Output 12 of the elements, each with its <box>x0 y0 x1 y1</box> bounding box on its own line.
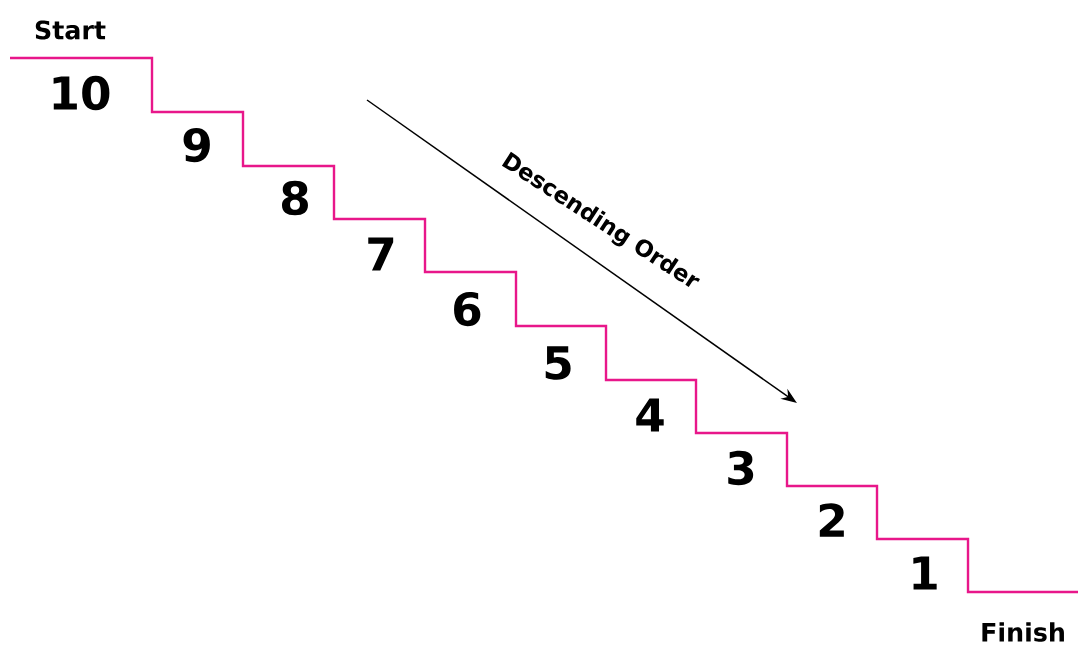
step-number: 3 <box>728 450 754 486</box>
step-number: 6 <box>454 291 481 327</box>
step-number: 7 <box>368 237 394 271</box>
step-number: 9 <box>183 127 210 163</box>
finish-label: Finish <box>982 622 1064 642</box>
step-number: 8 <box>282 180 308 216</box>
start-label: Start <box>35 20 106 40</box>
step-number: 4 <box>636 398 664 432</box>
step-number: 2 <box>819 503 844 537</box>
step-number: 1 <box>913 556 937 590</box>
step-number: 5 <box>545 346 571 380</box>
step-number: 10 <box>53 75 110 111</box>
